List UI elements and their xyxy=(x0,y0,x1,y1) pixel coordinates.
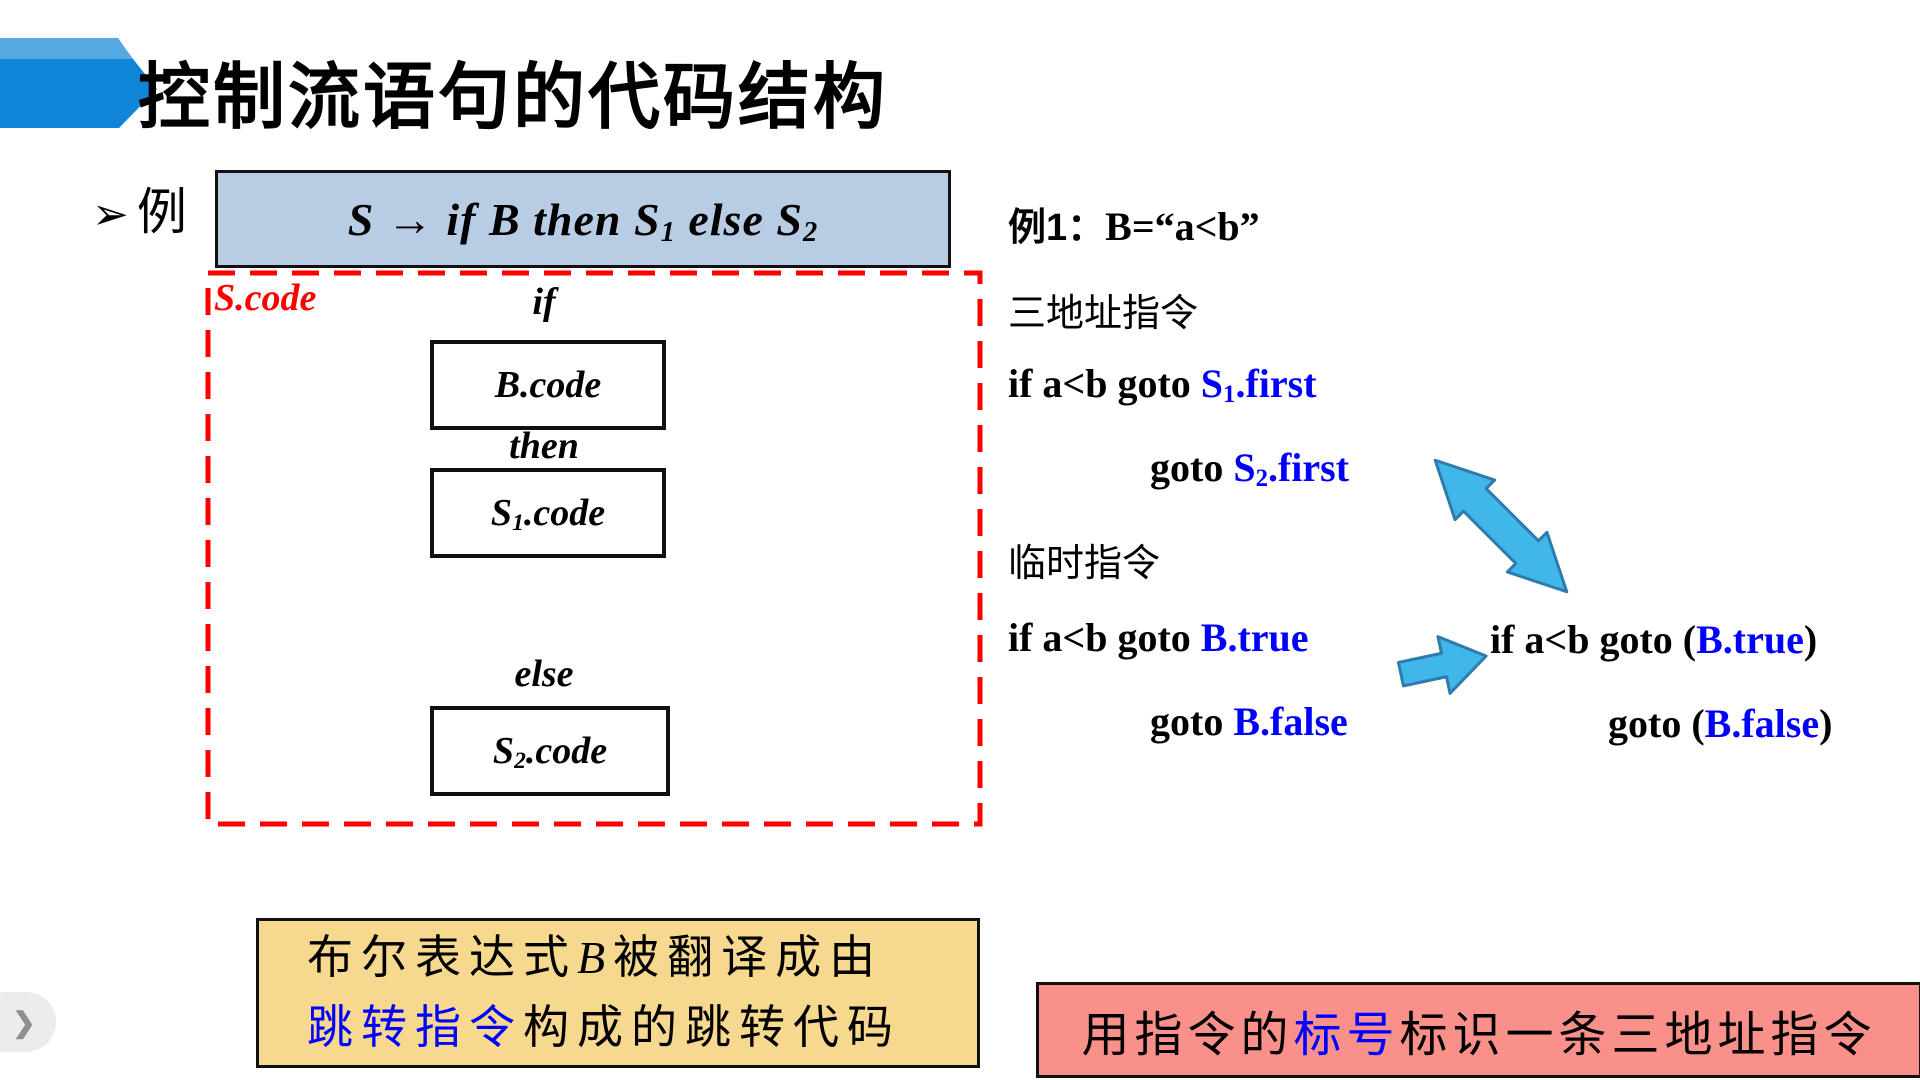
scode-dashed-border xyxy=(205,270,983,827)
instr-4-target: B.false xyxy=(1233,699,1348,744)
instr-line-4: goto B.false xyxy=(1150,698,1348,745)
instr-2-target-sub: 2 xyxy=(1255,465,1268,493)
scode-dashed-region xyxy=(205,270,983,827)
title-arrow-icon xyxy=(0,38,157,128)
bullet-arrow-icon: ➢ xyxy=(92,190,129,239)
s2-subscript: 2 xyxy=(514,748,526,775)
label-note-text: 用指令的 xyxy=(1081,1009,1294,1062)
production-part: S → if B then S xyxy=(347,193,661,245)
instr-1-target-sub: 1 xyxy=(1223,381,1236,409)
right-arrow-icon xyxy=(1396,635,1488,695)
right-arrow-shape xyxy=(1396,635,1488,695)
s1code-label: S1.code xyxy=(490,491,606,537)
bool-note-text: 被翻译成由 xyxy=(613,932,884,983)
result-1-close: ) xyxy=(1803,617,1818,662)
example-heading-label: 例1： xyxy=(1008,207,1106,249)
bcode-box: B.code xyxy=(430,340,666,430)
bool-note-text: 布尔表达式 xyxy=(307,932,577,983)
instr-3-black: if a<b goto xyxy=(1008,615,1201,660)
label-note-box: 用指令的标号标识一条三地址指令 xyxy=(1036,982,1920,1078)
result-1-black: if a<b goto ( xyxy=(1490,617,1697,662)
instr-line-2: goto S2.first xyxy=(1150,444,1350,493)
three-address-heading: 三地址指令 xyxy=(1008,293,1199,335)
instr-2-target-suffix: .first xyxy=(1267,445,1350,490)
s2code-label: S2.code xyxy=(492,729,608,775)
s2-suffix: .code xyxy=(525,730,608,772)
instr-3-target: B.true xyxy=(1200,615,1309,660)
result-1-target: B.true xyxy=(1696,617,1804,662)
result-2-black: goto ( xyxy=(1608,701,1705,746)
instr-2-target: S2.first xyxy=(1233,445,1350,493)
instr-1-target-base: S xyxy=(1200,361,1224,406)
temp-heading: 临时指令 xyxy=(1008,543,1161,585)
instr-line-1: if a<b goto S1.first xyxy=(1008,360,1317,409)
bool-note-b: B xyxy=(577,932,614,983)
bullet-line: ➢例 xyxy=(92,172,187,244)
example-heading: 例1：B=“a<b” xyxy=(1008,196,1260,251)
s1-suffix: .code xyxy=(523,492,606,534)
label-note-blue-term: 标号 xyxy=(1293,1009,1400,1062)
label-note-line: 用指令的标号标识一条三地址指令 xyxy=(1081,995,1876,1065)
instr-1-black: if a<b goto xyxy=(1008,361,1201,406)
instr-4-black: goto xyxy=(1150,699,1234,744)
result-2-target: B.false xyxy=(1704,701,1820,746)
else-keyword-label: else xyxy=(514,653,574,695)
production-text: S → if B then S1 else S2 xyxy=(347,193,819,248)
result-line-2: goto (B.false) xyxy=(1608,700,1832,747)
production-part: else S xyxy=(675,193,803,245)
production-box: S → if B then S1 else S2 xyxy=(215,170,951,268)
double-arrow-shape xyxy=(1433,458,1569,594)
title-arrow-dark-shape xyxy=(0,59,157,128)
if-keyword-label: if xyxy=(532,281,556,323)
bool-note-text: 构成的跳转代码 xyxy=(523,1002,901,1053)
double-arrow-icon xyxy=(1433,458,1569,594)
s1-base: S xyxy=(490,492,513,534)
page-title: 控制流语句的代码结构 xyxy=(138,58,889,138)
instr-line-3: if a<b goto B.true xyxy=(1008,614,1309,661)
next-page-button[interactable]: ❯ xyxy=(0,992,56,1052)
then-keyword-label: then xyxy=(509,425,579,467)
title-arrow-light-shape xyxy=(0,38,133,59)
bool-note-blue-term: 跳转指令 xyxy=(307,1002,523,1053)
bcode-label: B.code xyxy=(494,364,602,406)
instr-1-target: S1.first xyxy=(1200,361,1317,409)
instr-2-black: goto xyxy=(1150,445,1234,490)
s1-subscript: 1 xyxy=(512,510,524,537)
scode-label: S.code xyxy=(214,277,317,319)
chevron-right-icon: ❯ xyxy=(12,1006,36,1038)
label-note-text: 标识一条三地址指令 xyxy=(1399,1009,1877,1062)
bullet-label: 例 xyxy=(136,184,187,240)
s2code-box: S2.code xyxy=(430,706,670,796)
instr-1-target-suffix: .first xyxy=(1235,361,1317,406)
bool-note-box: 布尔表达式B被翻译成由 跳转指令构成的跳转代码 xyxy=(256,918,980,1068)
production-subscript: 2 xyxy=(802,216,819,248)
result-2-close: ) xyxy=(1819,701,1833,746)
instr-2-target-base: S xyxy=(1233,445,1256,490)
bool-note-line-1: 布尔表达式B被翻译成由 xyxy=(307,923,977,993)
example-heading-expr: B=“a<b” xyxy=(1105,204,1260,249)
s2-base: S xyxy=(492,730,515,772)
s1code-box: S1.code xyxy=(430,468,666,558)
result-line-1: if a<b goto (B.true) xyxy=(1490,616,1817,663)
bool-note-line-2: 跳转指令构成的跳转代码 xyxy=(307,993,977,1063)
production-subscript: 1 xyxy=(660,216,676,248)
